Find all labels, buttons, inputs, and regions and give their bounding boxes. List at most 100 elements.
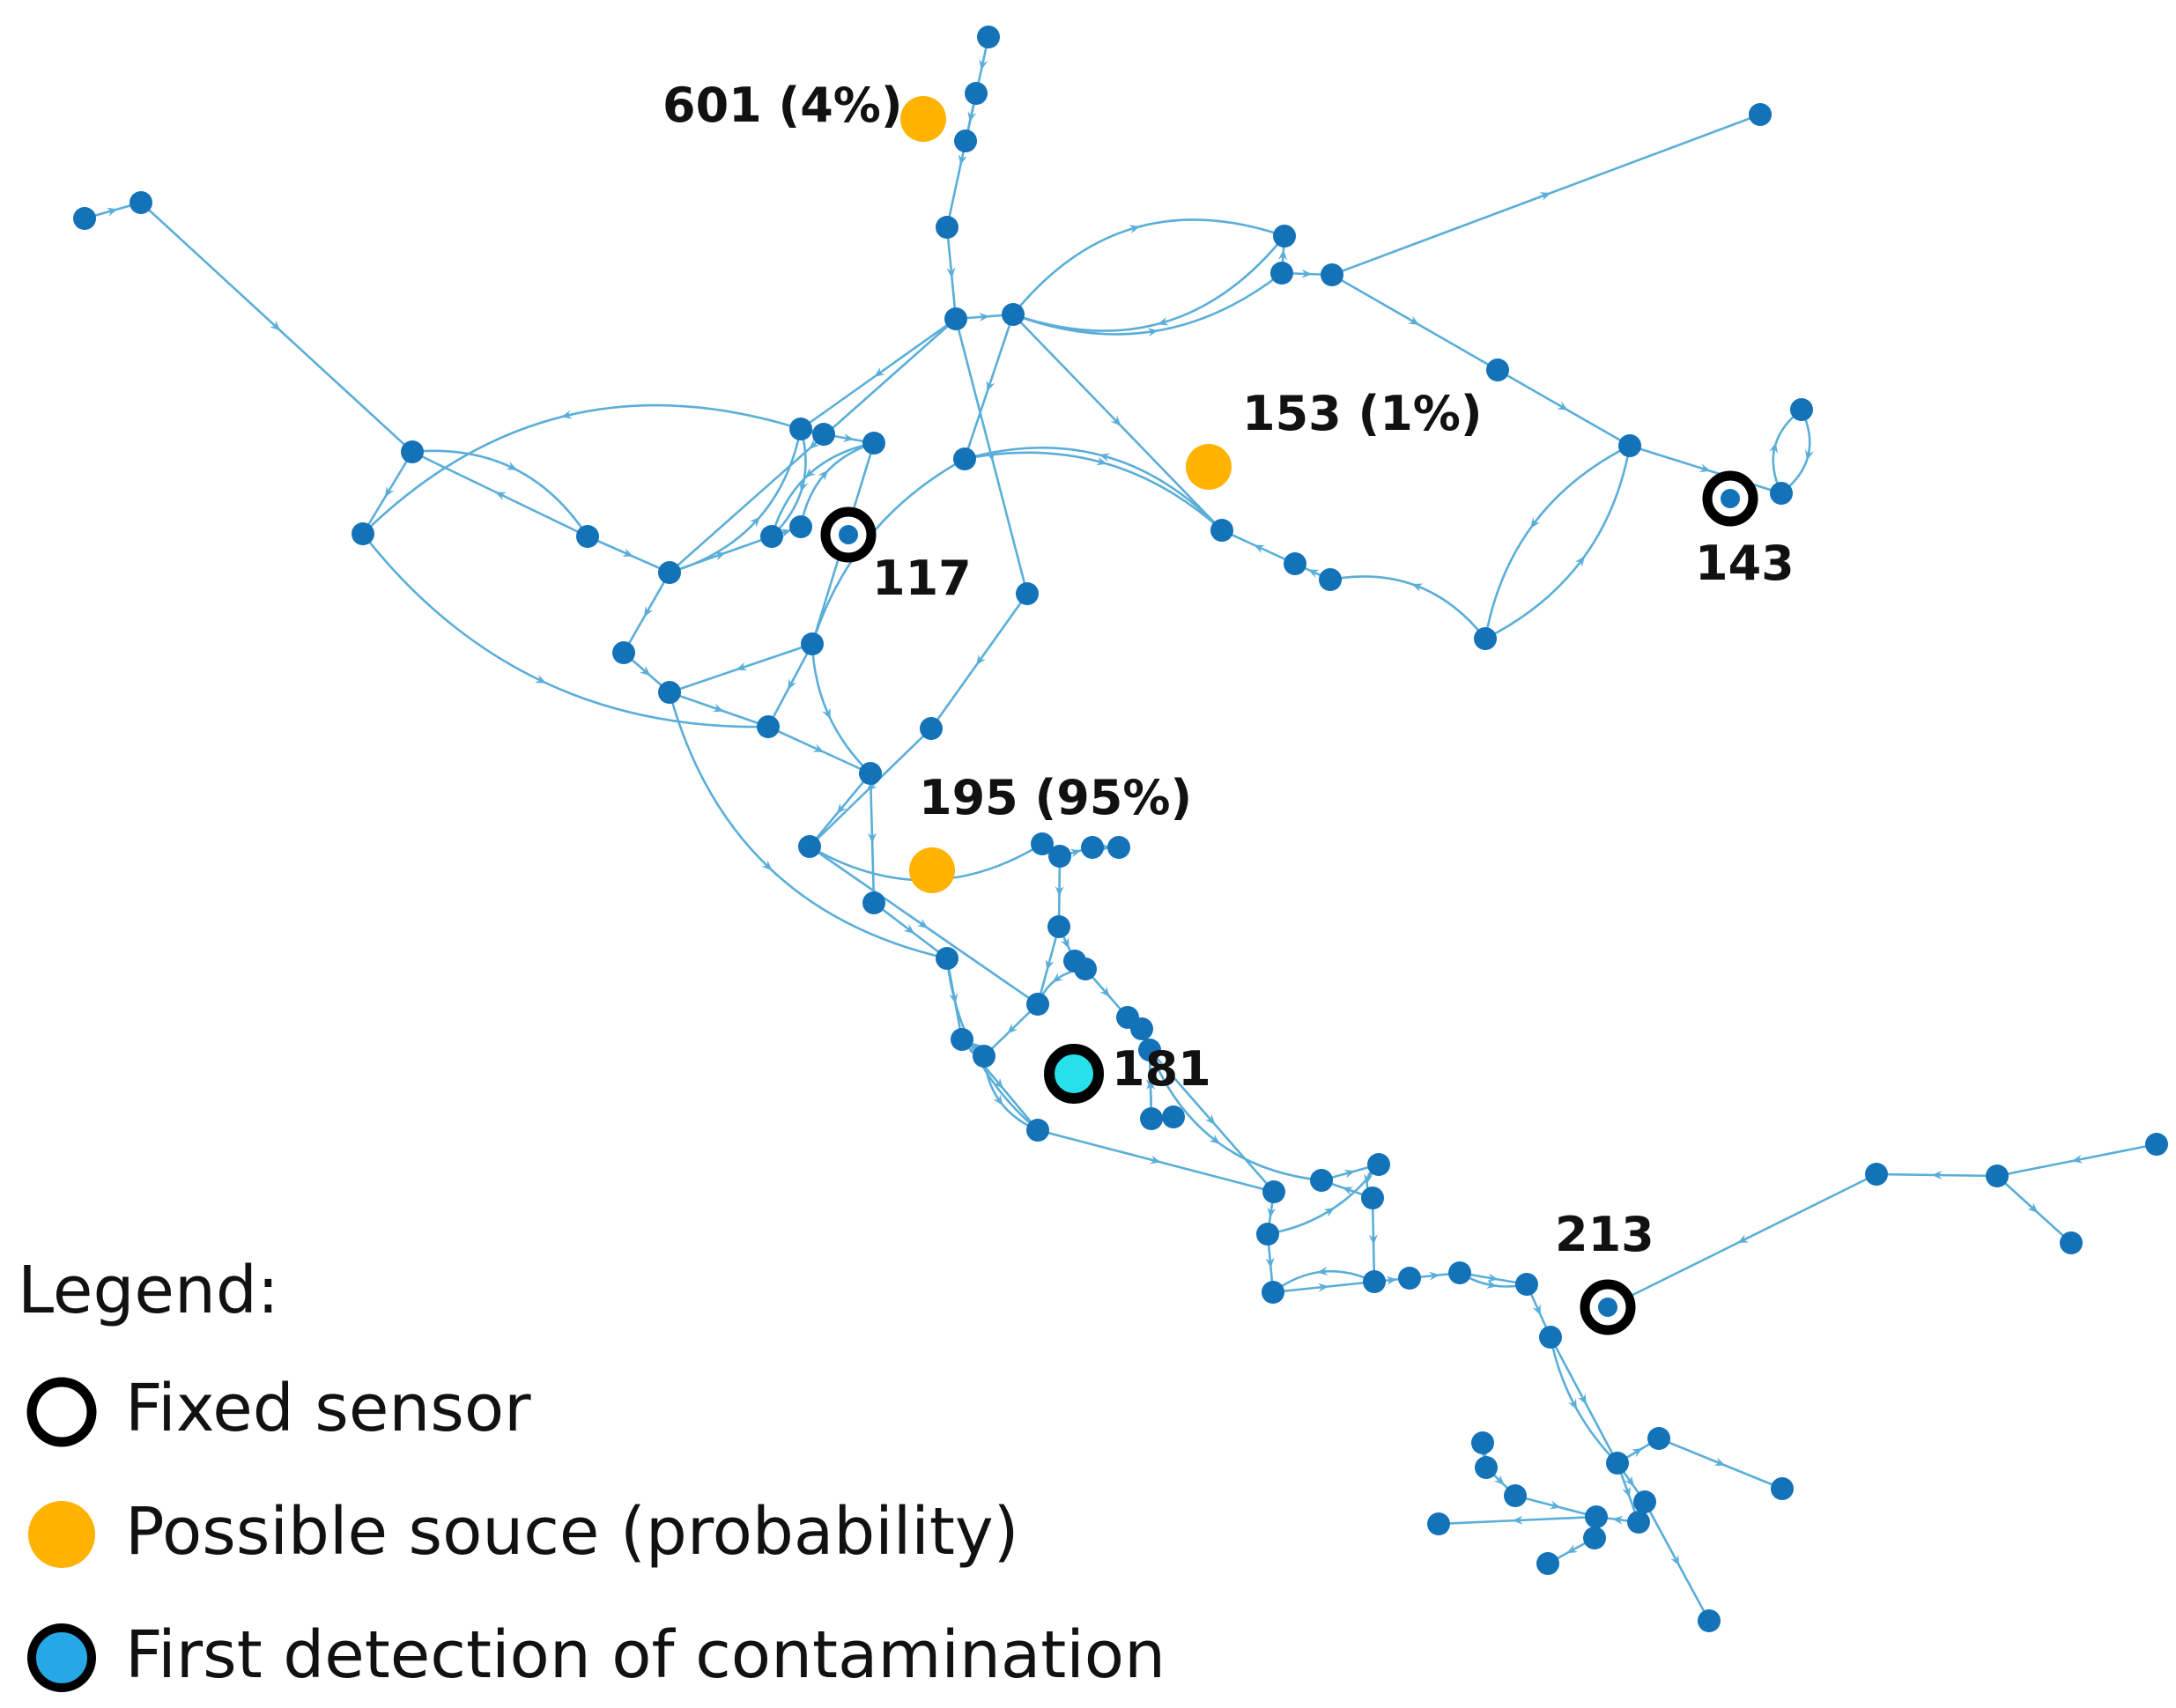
- pipe-edge: [1149, 1049, 1275, 1193]
- pipe-edge: [799, 441, 875, 528]
- pipe-edge: [1272, 1280, 1375, 1294]
- junction-node: [401, 440, 424, 463]
- junction-node: [1140, 1107, 1163, 1130]
- junction-node: [936, 947, 958, 970]
- pipe-edge: [669, 428, 803, 574]
- junction-node: [812, 423, 835, 446]
- pipe-edge: [809, 845, 1039, 1006]
- pipe-edge: [1148, 1049, 1322, 1182]
- junction-node: [1790, 398, 1813, 421]
- junction-node: [951, 1028, 973, 1051]
- pipe-edge: [140, 202, 413, 453]
- junction-node: [1284, 552, 1306, 575]
- legend-first-detection-label: First detection of contamination: [125, 1617, 1166, 1693]
- label-181: 181: [1112, 1041, 1211, 1097]
- junction-node: [352, 522, 374, 545]
- pipe-edge: [1996, 1142, 2157, 1178]
- junction-nodes: [73, 26, 2168, 1632]
- pipe-edge: [771, 428, 809, 537]
- junction-node: [1398, 1267, 1421, 1290]
- junction-node: [1016, 582, 1039, 605]
- junction-node: [1749, 103, 1772, 126]
- pipe-edge: [873, 901, 948, 960]
- pipe-edge: [1012, 271, 1283, 337]
- legend-possible-source-label: Possible souce (probability): [125, 1494, 1019, 1570]
- sensor-node-143: [1721, 489, 1740, 508]
- pipe-edge: [361, 451, 414, 535]
- junction-node: [862, 432, 885, 455]
- pipe-edge: [1607, 1172, 1877, 1309]
- possible-source-node-195: [909, 847, 955, 893]
- junction-node: [2145, 1133, 2168, 1156]
- pipe-edge: [1012, 314, 1223, 531]
- junction-node: [757, 715, 780, 738]
- junction-node: [953, 447, 976, 470]
- junction-node: [658, 561, 681, 584]
- junction-node: [1606, 1452, 1629, 1475]
- pipe-edge: [1331, 113, 1761, 277]
- junction-node: [1363, 1270, 1386, 1293]
- junction-node: [1536, 1552, 1559, 1575]
- pipe-edge: [1876, 1171, 1998, 1180]
- pipe-edge: [361, 533, 769, 728]
- pipe-edge: [945, 92, 978, 228]
- pipe-edge: [929, 593, 1029, 729]
- junction-node: [1515, 1273, 1538, 1296]
- pipe-edge: [1780, 409, 1814, 495]
- junction-node: [1002, 303, 1025, 326]
- junction-node: [1074, 958, 1097, 980]
- junction-node: [2060, 1231, 2083, 1254]
- sensor-node-213: [1598, 1298, 1617, 1317]
- legend-title: Legend:: [18, 1253, 279, 1328]
- junction-node: [977, 26, 1000, 48]
- possible-source-node-601: [900, 96, 946, 142]
- junction-node: [1539, 1326, 1562, 1349]
- label-195: 195 (95%): [919, 770, 1192, 825]
- pipe-edge: [1769, 408, 1802, 494]
- junction-node: [1031, 832, 1054, 855]
- junction-node: [1270, 262, 1293, 285]
- junction-node: [1262, 1180, 1285, 1203]
- pipe-edge: [669, 642, 813, 694]
- junction-node: [1585, 1505, 1608, 1528]
- pipe-edge: [800, 317, 957, 431]
- junction-node: [1319, 568, 1342, 591]
- label-153: 153 (1%): [1242, 386, 1483, 441]
- pipe-edge: [810, 643, 871, 774]
- junction-node: [1026, 1119, 1049, 1142]
- pipe-edges: [84, 36, 2157, 1622]
- possible-source-node-153: [1186, 444, 1232, 490]
- pipe-edge: [1036, 926, 1061, 1005]
- junction-node: [1048, 845, 1071, 868]
- junction-node: [801, 632, 824, 655]
- junction-node: [73, 207, 96, 230]
- pipe-edge: [766, 643, 814, 728]
- sensor-node-117: [839, 525, 858, 544]
- junction-node: [798, 835, 821, 858]
- junction-node: [1210, 519, 1233, 542]
- junction-node: [1618, 434, 1641, 457]
- pipe-edge: [362, 403, 802, 535]
- pipe-edge: [411, 450, 588, 538]
- pipe-edge: [770, 441, 875, 537]
- junction-node: [944, 307, 967, 330]
- pipe-edge: [945, 226, 958, 320]
- junction-node: [965, 82, 988, 105]
- junction-node: [1162, 1105, 1185, 1128]
- junction-node: [1486, 359, 1509, 381]
- junction-node: [1367, 1153, 1390, 1176]
- junction-node: [1771, 1477, 1794, 1500]
- legend-first-detection-symbol: [27, 1623, 96, 1692]
- junction-node: [1310, 1169, 1333, 1192]
- pipe-edge: [1221, 529, 1296, 566]
- junction-node: [1633, 1490, 1656, 1513]
- junction-node: [1107, 836, 1130, 859]
- pipe-edge: [1658, 1437, 1783, 1490]
- pipe-edge: [587, 535, 670, 574]
- pipe-edge: [669, 318, 957, 573]
- label-143: 143: [1695, 536, 1795, 591]
- junction-node: [1474, 627, 1497, 650]
- pipe-edge: [1012, 235, 1286, 332]
- junction-node: [1627, 1511, 1650, 1534]
